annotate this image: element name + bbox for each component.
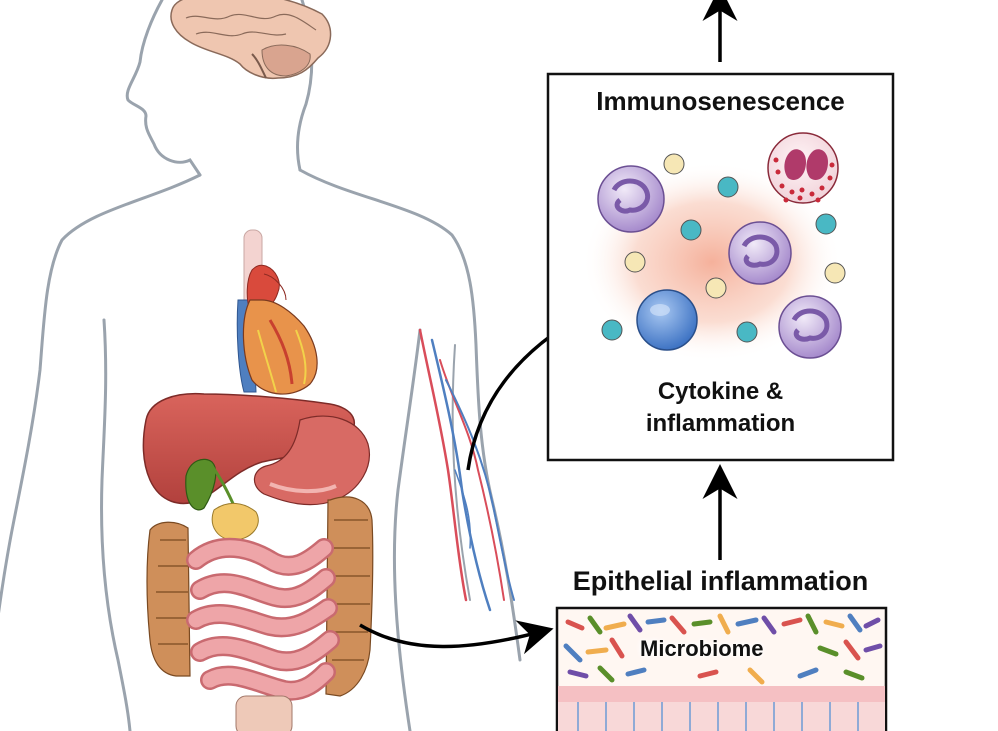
cytokine-inflammation-label: Cytokine & inflammation	[548, 376, 893, 440]
immunosenescence-panel	[546, 72, 895, 462]
stomach	[253, 415, 370, 506]
cytokine-label-line2: inflammation	[645, 410, 796, 437]
brain	[170, 0, 332, 80]
mucus-layer	[558, 686, 885, 702]
bacteria	[563, 613, 883, 685]
cytokine-label-line1: Cytokine &	[657, 378, 784, 405]
heart	[236, 264, 318, 395]
cytokine-particles	[601, 153, 846, 343]
epithelial-panel	[555, 606, 888, 731]
lymphocyte-cell	[636, 289, 698, 351]
gallbladder	[185, 458, 217, 511]
microbiome-label: Microbiome	[640, 636, 764, 661]
neutrophil-cell	[597, 165, 665, 233]
left-torso	[100, 318, 132, 731]
head-outline	[125, 0, 202, 177]
stomach-highlight	[269, 482, 337, 494]
neutrophil-cell	[778, 295, 842, 359]
inner-arm-line	[451, 344, 471, 601]
arm-vessels	[418, 328, 515, 612]
epithelium-layer	[558, 702, 885, 731]
pancreas	[211, 503, 259, 541]
epithelial-cells	[577, 702, 859, 731]
left-shoulder-arm	[0, 173, 202, 614]
small-intestine	[186, 537, 340, 701]
right-torso	[392, 328, 422, 731]
immunosenescence-title: Immunosenescence	[596, 86, 845, 116]
rectum	[235, 695, 293, 731]
epithelial-inflammation-label: Epithelial inflammation	[572, 566, 869, 596]
eosinophil-cell	[767, 132, 839, 204]
neutrophil-cell	[728, 221, 792, 285]
arrow-gut-to-epithelial	[359, 620, 554, 655]
